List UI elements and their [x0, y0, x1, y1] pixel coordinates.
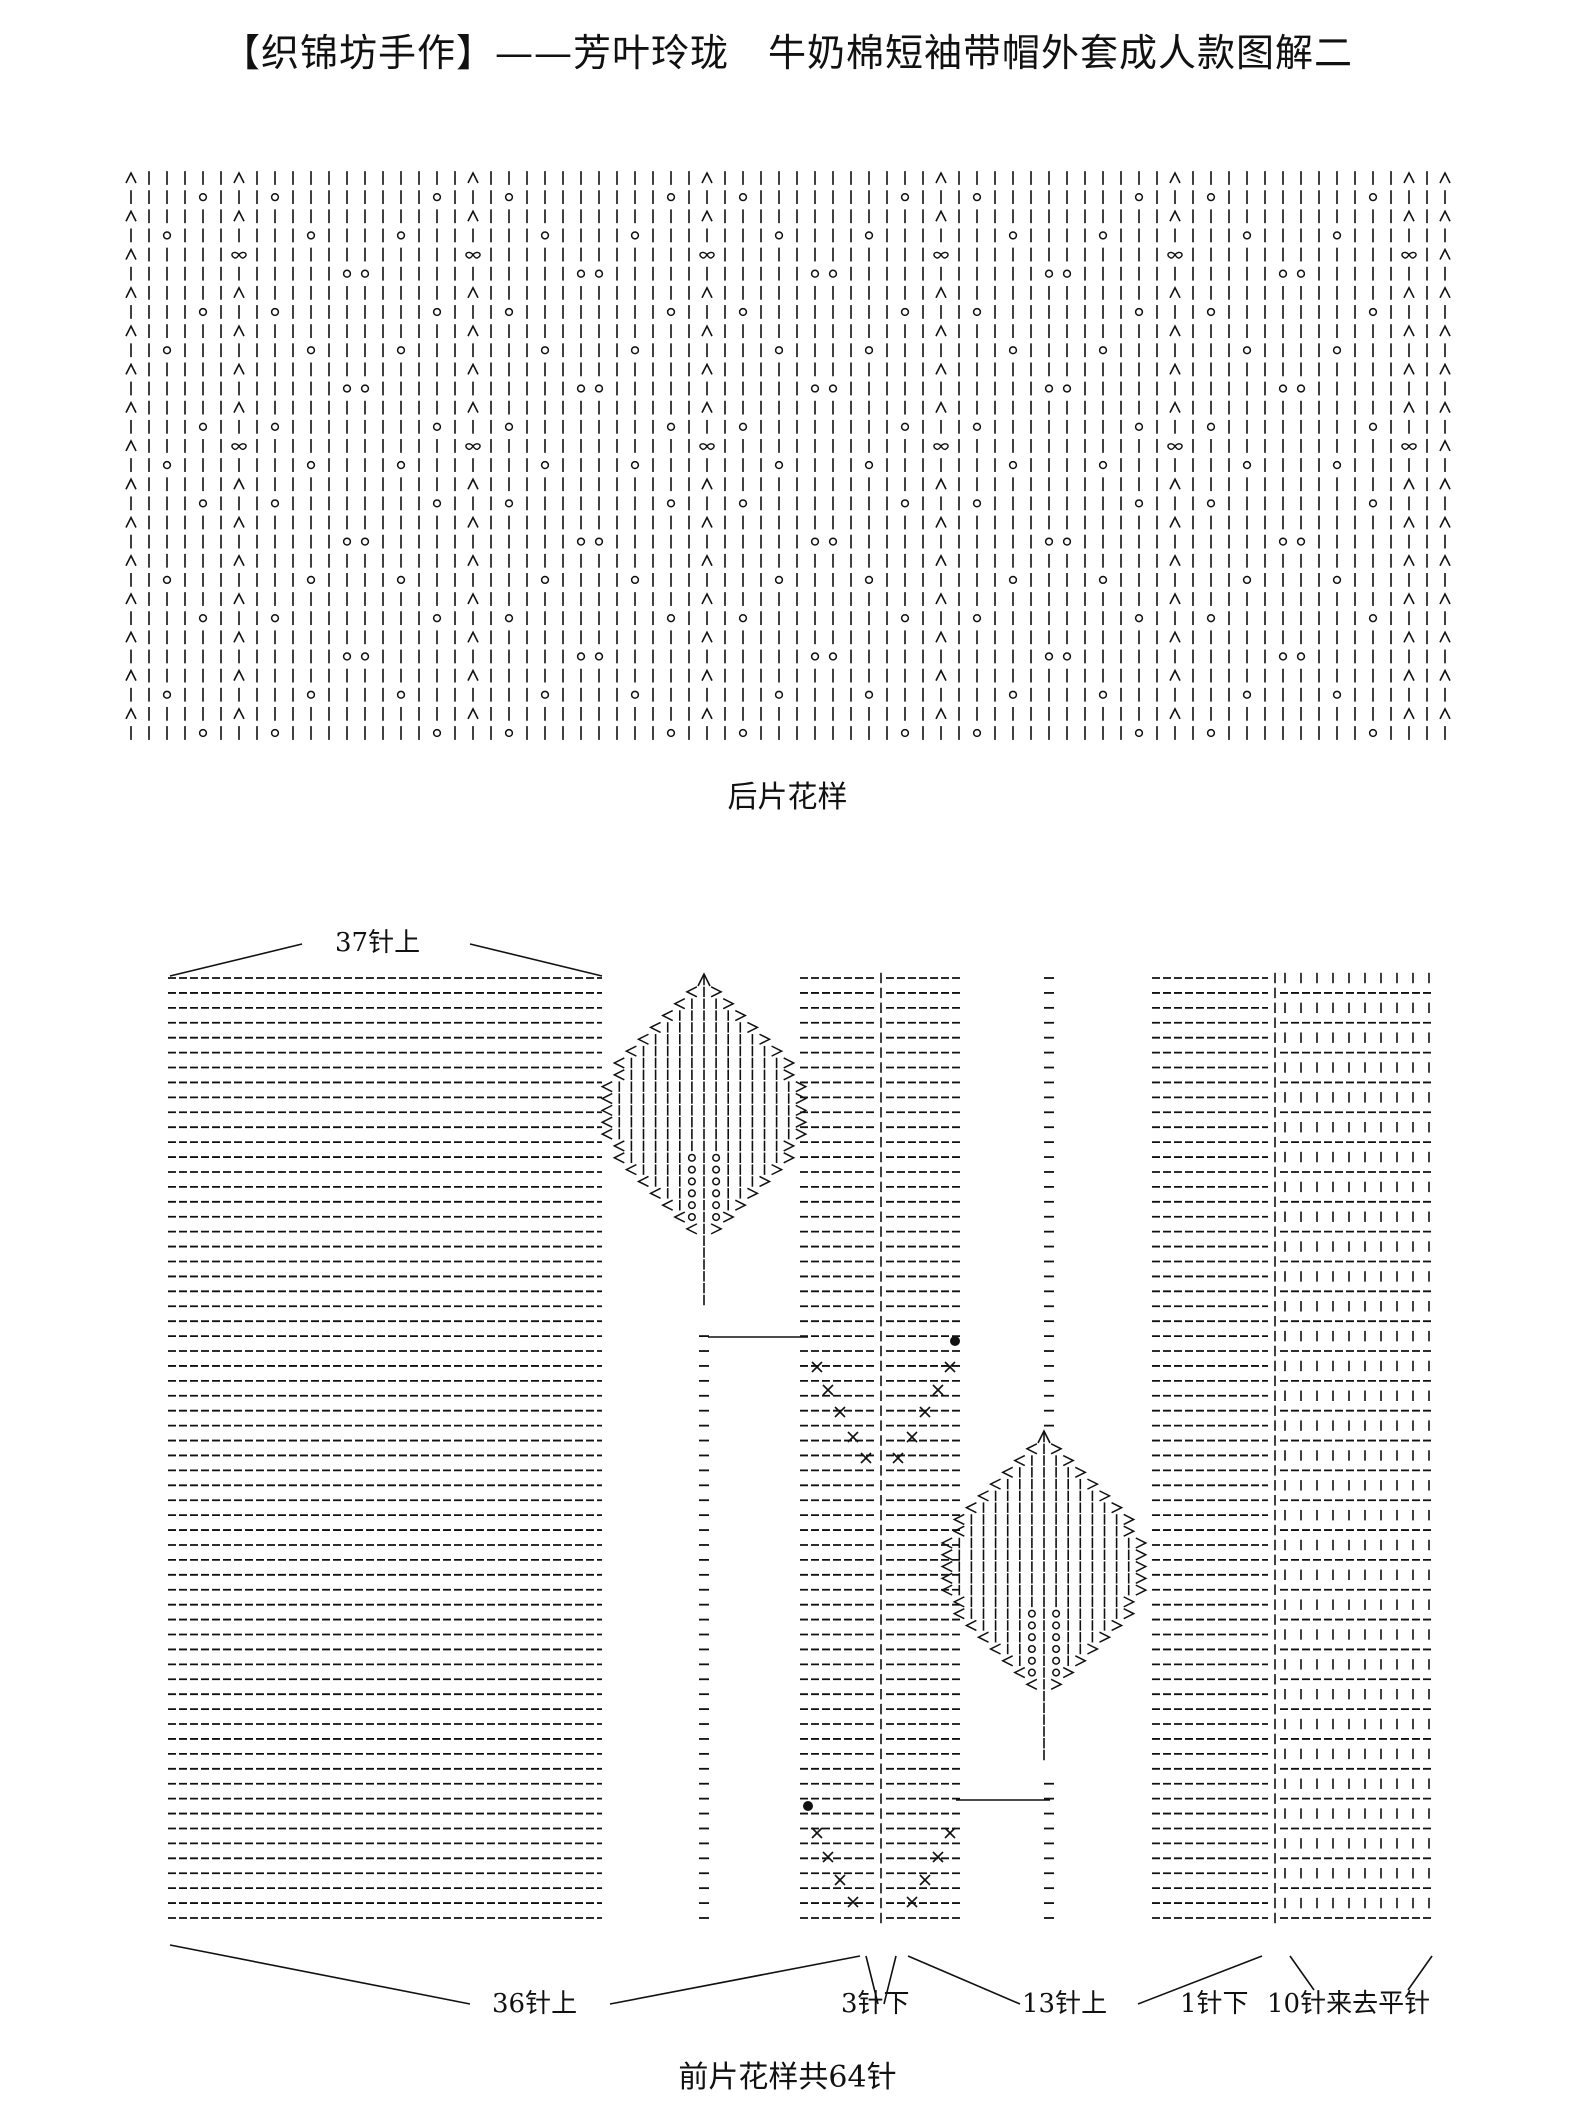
label-13-top: 13针上: [1022, 1989, 1108, 2019]
label-3-bottom: 3针下: [841, 1989, 910, 2019]
leaf-motif-upper: [600, 972, 808, 1306]
cable-crosses: [803, 1336, 960, 1908]
page-title: 【织锦坊手作】——芳叶玲珑 牛奶棉短袖带帽外套成人款图解二: [221, 31, 1353, 75]
leaf-motif-lower: [940, 1429, 1148, 1761]
stem-columns: [699, 977, 1054, 1919]
front-block-36: [168, 977, 602, 1919]
label-37-top: 37针上: [335, 928, 421, 958]
front-pattern-caption: 前片花样共64针: [678, 2060, 897, 2095]
back-chart-grid: [125, 171, 1451, 740]
label-leaders: [169, 943, 1433, 2005]
back-pattern-caption: 后片花样: [727, 780, 848, 815]
label-10-garter: 10针来去平针: [1267, 1989, 1431, 2019]
front-block-right: [1152, 972, 1276, 1924]
label-1-bottom: 1针下: [1180, 1989, 1249, 2019]
front-block-13: [800, 972, 960, 1924]
label-36-top: 36针上: [492, 1989, 578, 2019]
front-block-garter: [1280, 972, 1432, 1919]
